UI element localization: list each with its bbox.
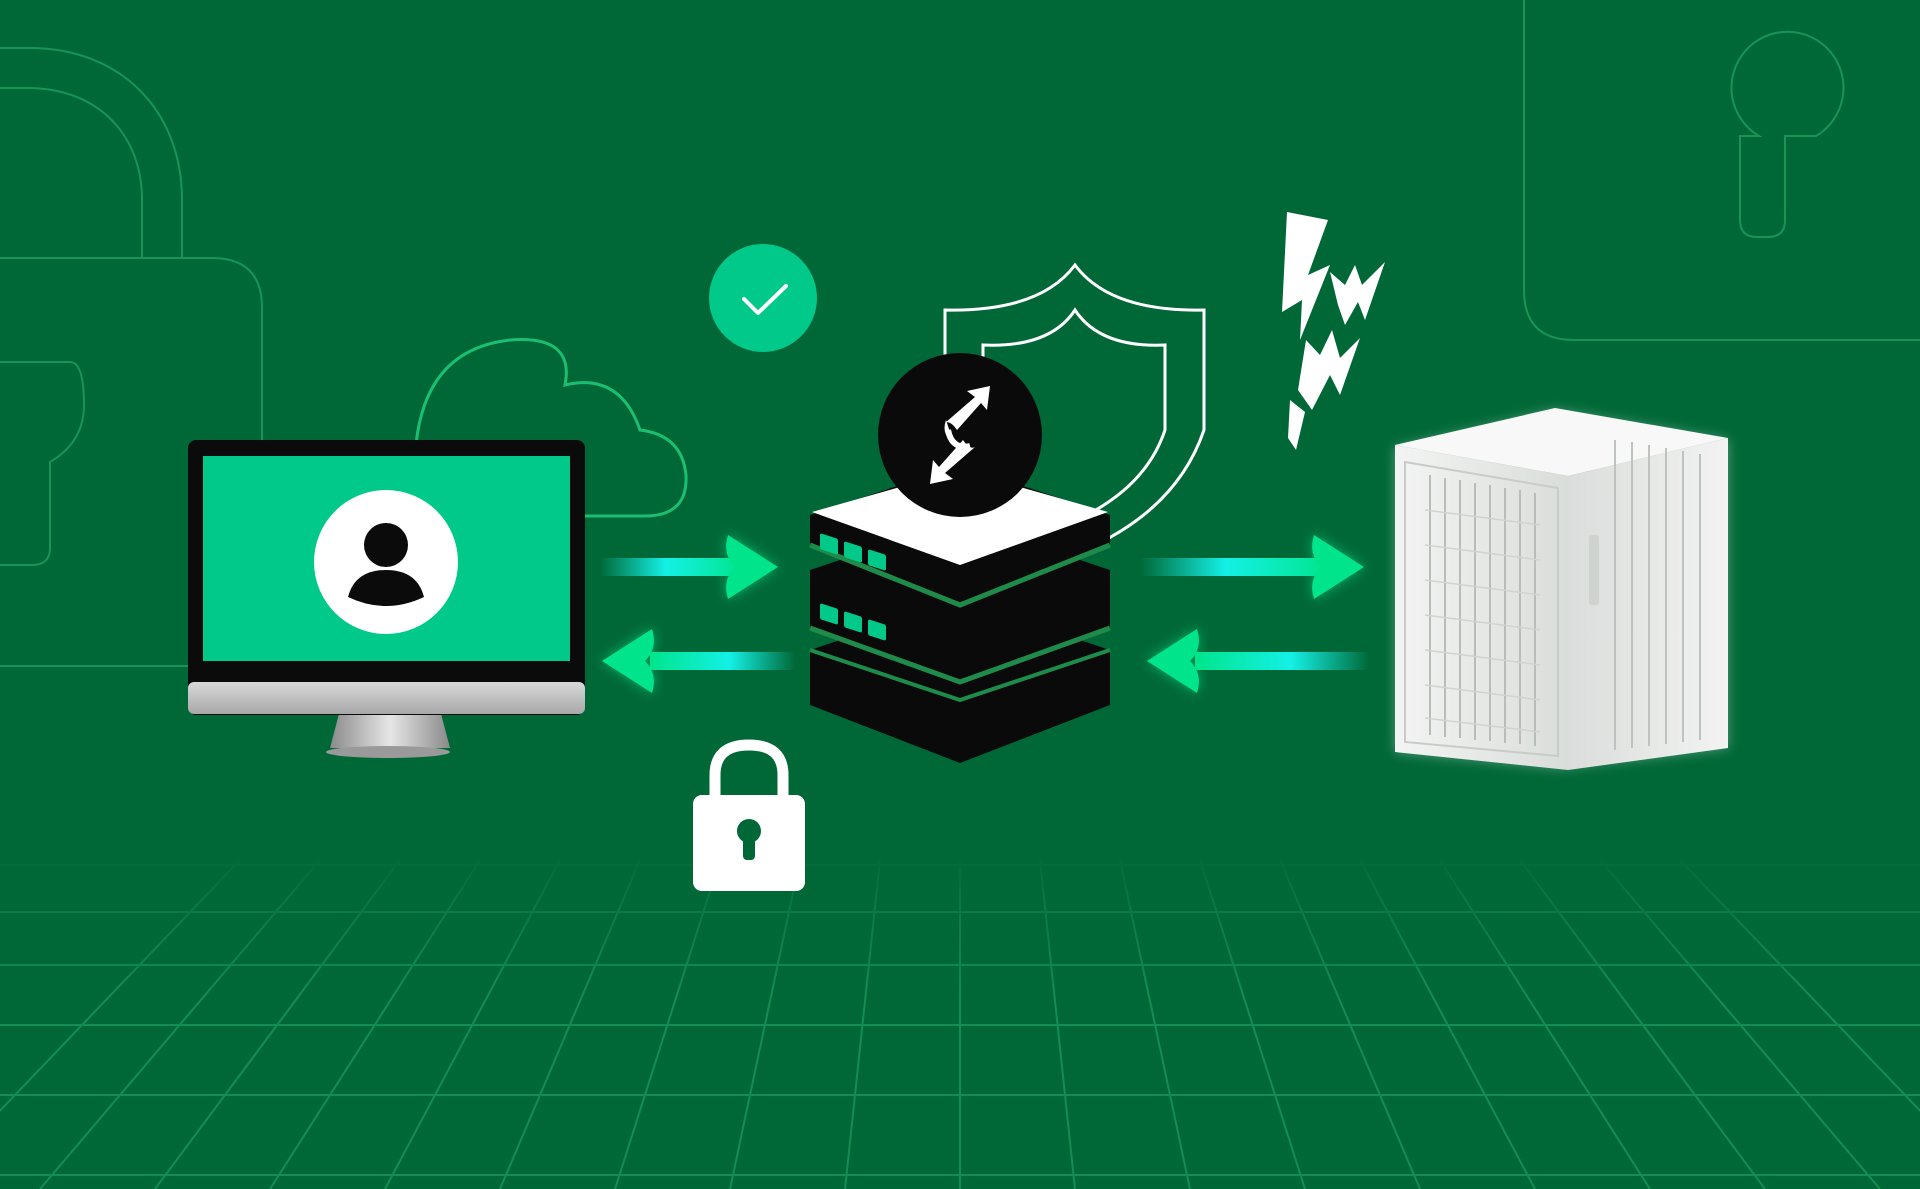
flow-arrow-proxy-to-client	[602, 629, 795, 693]
padlock-icon	[693, 739, 805, 891]
flow-arrow-storage-to-proxy	[1147, 629, 1370, 693]
lightning-bolt-icon	[1282, 212, 1385, 450]
swap-arrows-icon	[878, 353, 1042, 517]
user-avatar-icon	[314, 490, 458, 634]
check-circle-icon	[709, 244, 817, 352]
flow-arrow-client-to-proxy	[600, 535, 778, 599]
padlock-outline-icon	[0, 47, 263, 667]
flow-arrow-proxy-to-storage	[1140, 535, 1364, 599]
monitor-icon	[188, 440, 585, 758]
storage-server-icon	[1395, 408, 1728, 770]
server-stack-icon	[809, 465, 1111, 763]
keyhole-icon	[1523, 0, 1920, 341]
grid-fade	[0, 850, 1920, 1000]
